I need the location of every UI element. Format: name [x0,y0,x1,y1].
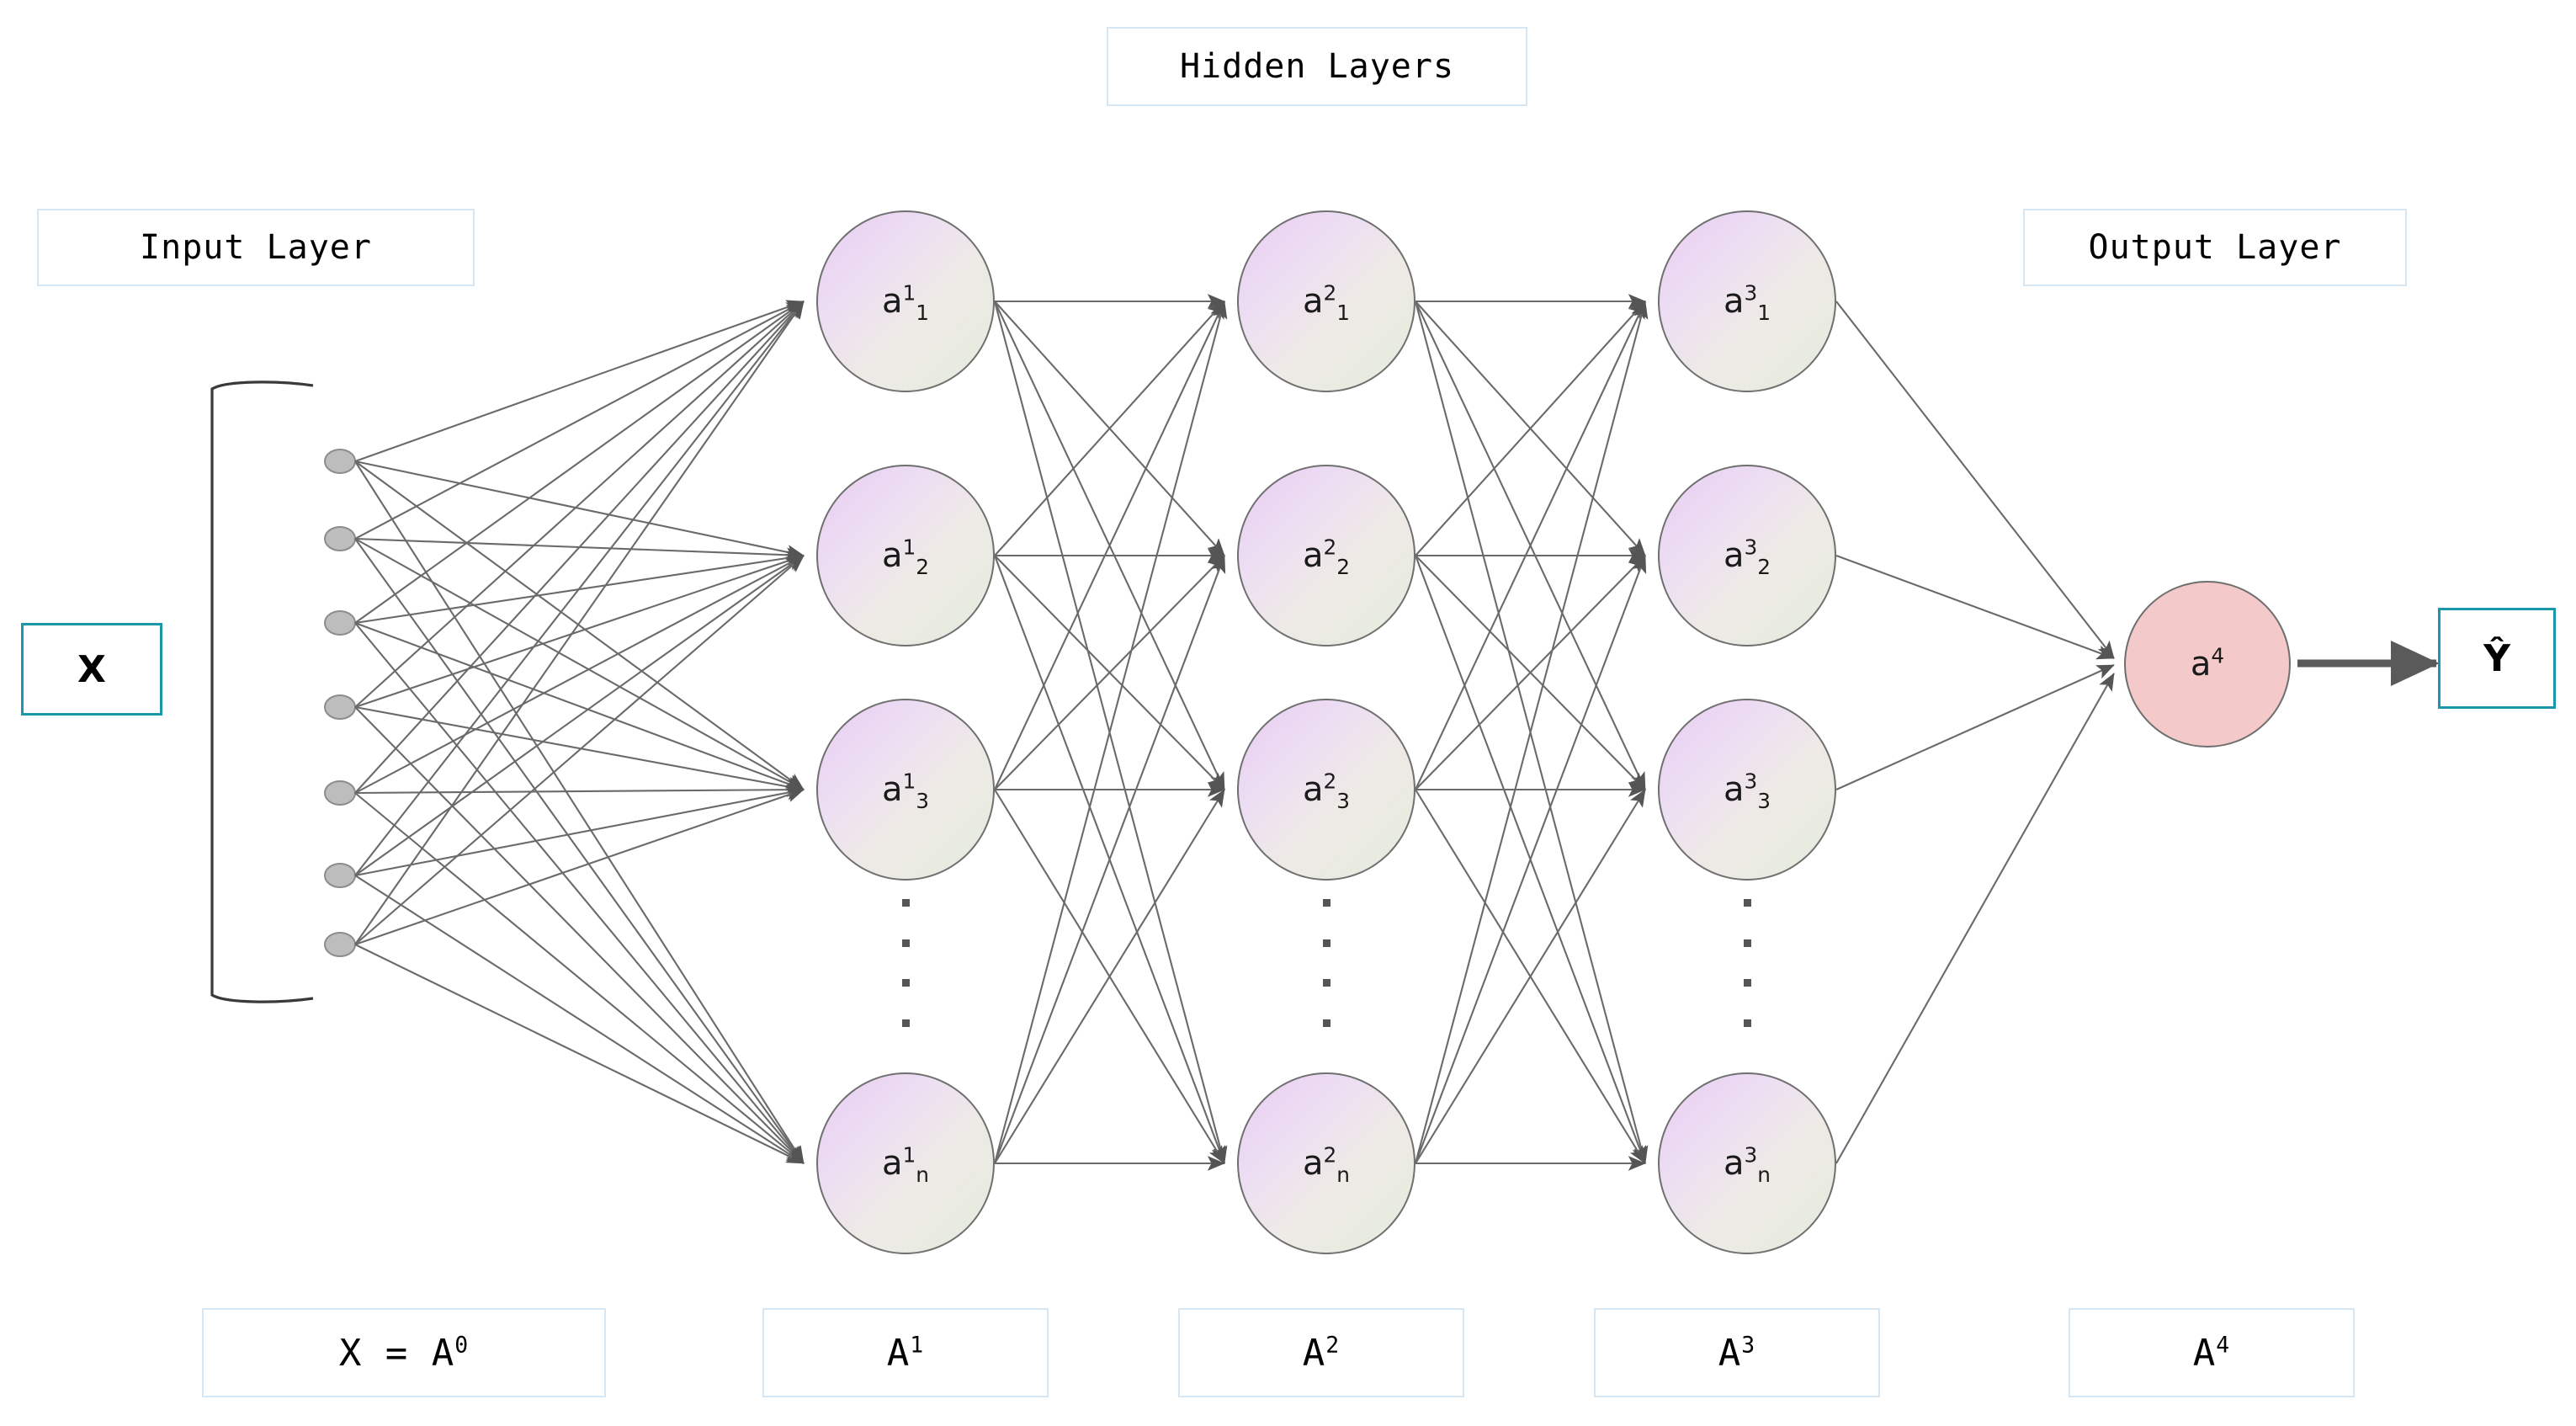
edges-input-to-h1 [354,300,805,1164]
neuron-label-sup: 3 [1744,1142,1758,1168]
neuron-label-sub: 3 [1336,789,1351,813]
output-layer-label-box: Output Layer [2023,209,2407,286]
bottom-label-box-a0: X = A0 [202,1308,606,1397]
neuron-label-base: a [1723,282,1745,321]
neuron-a1-3: a13 [816,699,995,881]
neuron-label-base: a [1723,1144,1745,1183]
neuron-a1-1: a11 [816,210,995,392]
neuron-a2-2: a22 [1237,465,1415,646]
neuron-a3-2: a32 [1658,465,1836,646]
neuron-a1-n: a1n [816,1072,995,1254]
neuron-label-base: a [1302,282,1324,321]
neuron-label-sub: n [1757,1163,1771,1187]
neuron-label-base: a [881,282,903,321]
ellipsis-layer-2 [1320,899,1333,1027]
bottom-label-base: X = A [338,1331,455,1375]
neuron-label-sup: 2 [1323,280,1337,306]
bottom-label-exp: 2 [1325,1331,1341,1358]
ellipsis-layer-3 [1740,899,1754,1027]
input-matrix-label: X [77,647,106,691]
input-layer-label-box: Input Layer [37,209,475,286]
ellipsis-dot [901,1019,910,1027]
neuron-label-sup: 1 [902,280,916,306]
neuron-a4-output: a4 [2124,581,2291,748]
neuron-label-sup: 3 [1744,535,1758,560]
neuron-label-base: a [1302,770,1324,809]
bottom-label-base: A [1718,1331,1742,1375]
neuron-label-sup: 3 [1744,280,1758,306]
neuron-label-sub: 1 [916,301,930,325]
neuron-label-sub: n [916,1163,929,1187]
ellipsis-dot [1322,979,1330,987]
neuron-label-sub: 3 [916,789,930,813]
bottom-label-exp: 0 [454,1331,470,1358]
neuron-label-base: a [1723,770,1745,809]
ellipsis-dot [1322,939,1330,947]
bottom-label-base: A [886,1331,911,1375]
neuron-label-sub: 2 [1757,555,1771,579]
neuron-label-sup: 2 [1323,1142,1337,1168]
neuron-label-sub: n [1336,1163,1350,1187]
neuron-label-base: a [1723,536,1745,575]
bottom-label-box-a4: A4 [2069,1308,2355,1397]
bottom-label-box-a2: A2 [1178,1308,1464,1397]
neuron-a3-1: a31 [1658,210,1836,392]
hidden-layers-label-box: Hidden Layers [1107,27,1527,106]
neuron-label-sup: 1 [902,769,916,794]
bottom-label-box-a3: A3 [1594,1308,1880,1397]
ellipsis-dot [901,899,910,907]
bottom-label-base: A [2192,1331,2217,1375]
neuron-a1-2: a12 [816,465,995,646]
neuron-label-base: a [1302,536,1324,575]
neuron-label-sub: 1 [1757,301,1771,325]
ellipsis-layer-1 [899,899,912,1027]
neuron-label-base: a [881,1144,903,1183]
prediction-box: Ŷ [2438,608,2556,709]
bottom-label-box-a1: A1 [762,1308,1049,1397]
ellipsis-dot [1743,979,1751,987]
ellipsis-dot [1743,899,1751,907]
neuron-label-sup: 4 [2211,643,2225,668]
neuron-label-sub: 1 [1336,301,1351,325]
neuron-label-base: a [2190,645,2212,684]
neuron-label-sup: 2 [1323,769,1337,794]
neuron-a2-3: a23 [1237,699,1415,881]
bottom-label-exp: 1 [910,1331,925,1358]
neuron-label-sup: 1 [902,535,916,560]
prediction-label: Ŷ [2483,636,2510,680]
ellipsis-dot [901,939,910,947]
neuron-label-sup: 1 [902,1142,916,1168]
neuron-label-sub: 2 [916,555,930,579]
bottom-label-base: A [1302,1331,1326,1375]
ellipsis-dot [1322,1019,1330,1027]
ellipsis-dot [1743,939,1751,947]
neuron-label-base: a [881,536,903,575]
neuron-label-sup: 2 [1323,535,1337,560]
ellipsis-dot [901,979,910,987]
bottom-label-exp: 4 [2216,1331,2231,1358]
neuron-a2-n: a2n [1237,1072,1415,1254]
neuron-label-sub: 3 [1757,789,1771,813]
neuron-a3-3: a33 [1658,699,1836,881]
input-layer-label: Input Layer [140,228,372,267]
neuron-label-base: a [1302,1144,1324,1183]
neuron-label-base: a [881,770,903,809]
input-nodes [324,449,356,957]
input-bracket [210,380,314,1003]
neuron-label-sup: 3 [1744,769,1758,794]
input-matrix-box: X [21,623,162,716]
hidden-layers-label: Hidden Layers [1179,47,1455,86]
output-layer-label: Output Layer [2088,228,2342,267]
neuron-a2-1: a21 [1237,210,1415,392]
bottom-label-exp: 3 [1741,1331,1756,1358]
edges-h1-to-h2 [993,294,1228,1171]
neuron-a3-n: a3n [1658,1072,1836,1254]
edges-h3-to-output [1835,301,2115,1164]
edges-h2-to-h3 [1414,294,1649,1171]
neuron-label-sub: 2 [1336,555,1351,579]
ellipsis-dot [1743,1019,1751,1027]
ellipsis-dot [1322,899,1330,907]
